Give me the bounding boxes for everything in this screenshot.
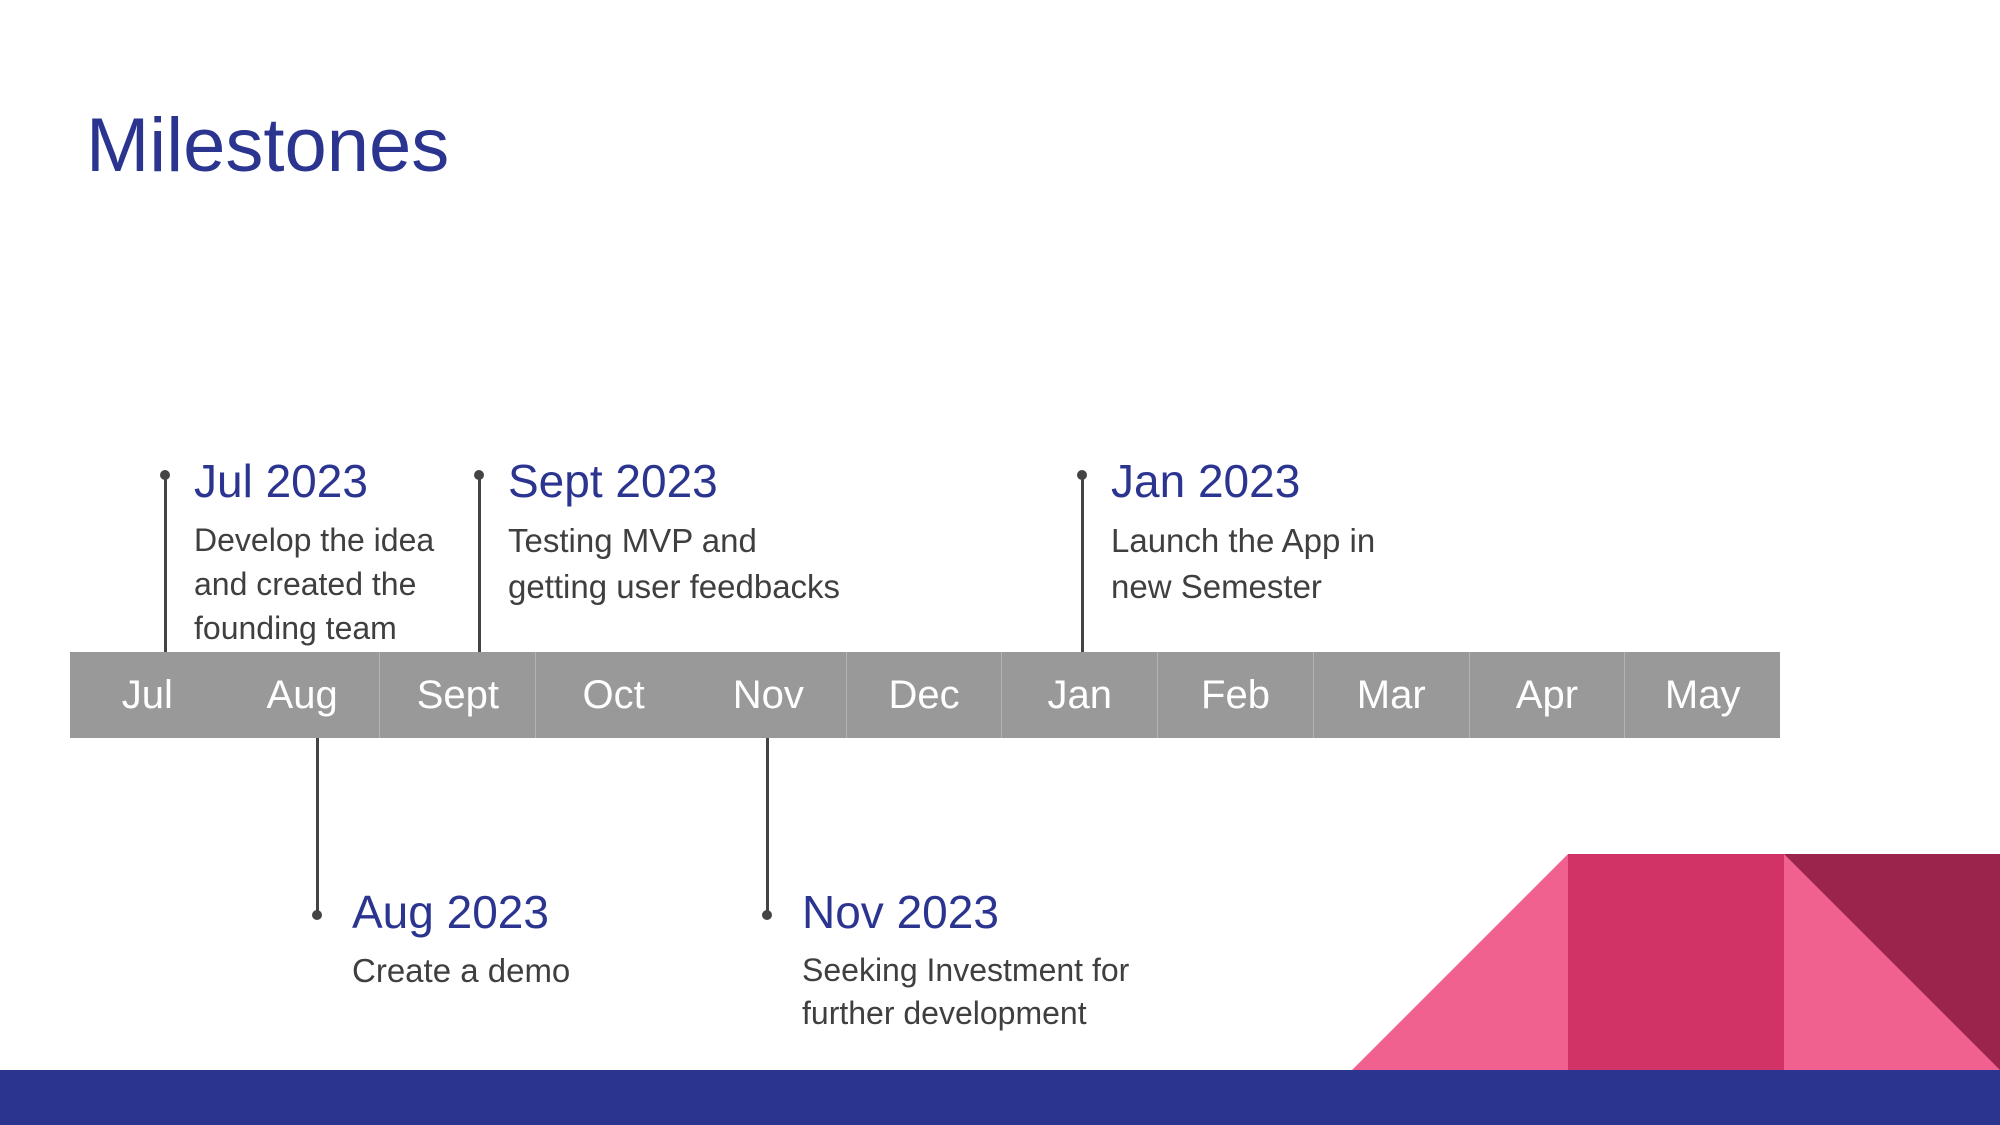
connector-dot-jan [1077,470,1087,480]
connector-dot-jul [160,470,170,480]
month-oct: Oct [535,652,691,738]
milestone-date-nov-2023: Nov 2023 [802,886,999,938]
timeline-band: Jul Aug Sept Oct Nov Dec Jan Feb Mar Apr… [70,652,1780,738]
month-aug: Aug [266,672,338,717]
connector-line-sept [478,475,481,652]
pink-mid-block [1568,854,1784,1070]
month-dec: Dec [845,652,1002,738]
milestone-desc-jan-2023: Launch the App in new Semester [1111,522,1376,605]
milestone-desc-aug-2023: Create a demo [352,952,571,989]
milestone-desc-sept-2023: Testing MVP and getting user feedbacks [508,522,841,605]
month-nov: Nov [732,672,804,717]
connector-line-jan [1081,475,1084,652]
milestone-date-jan-2023: Jan 2023 [1111,455,1301,507]
month-sept: Sept [379,652,535,738]
page-title: Milestones [86,103,450,188]
connector-line-aug [316,738,319,915]
connector-line-nov [766,738,769,915]
connector-dot-sept [474,470,484,480]
connector-dot-aug [312,910,322,920]
milestone-desc-nov-2023: Seeking Investment for further developme… [802,952,1130,1031]
month-may: May [1624,652,1780,738]
connector-dot-nov [762,910,772,920]
milestone-date-jul-2023: Jul 2023 [194,455,368,507]
footer-bar [0,1070,2000,1125]
milestone-date-sept-2023: Sept 2023 [508,455,718,507]
pink-light-triangle-left [1352,854,1568,1070]
milestone-desc-jul-2023: Develop the idea and created the foundin… [194,522,435,646]
milestone-date-aug-2023: Aug 2023 [352,886,549,938]
month-jul: Jul [121,672,173,717]
month-mar: Mar [1312,652,1469,738]
month-apr: Apr [1468,652,1625,738]
connector-line-jul [164,475,167,652]
month-feb: Feb [1157,652,1313,738]
pink-dark-triangle [1784,854,2000,1070]
month-jan: Jan [1001,652,1157,738]
